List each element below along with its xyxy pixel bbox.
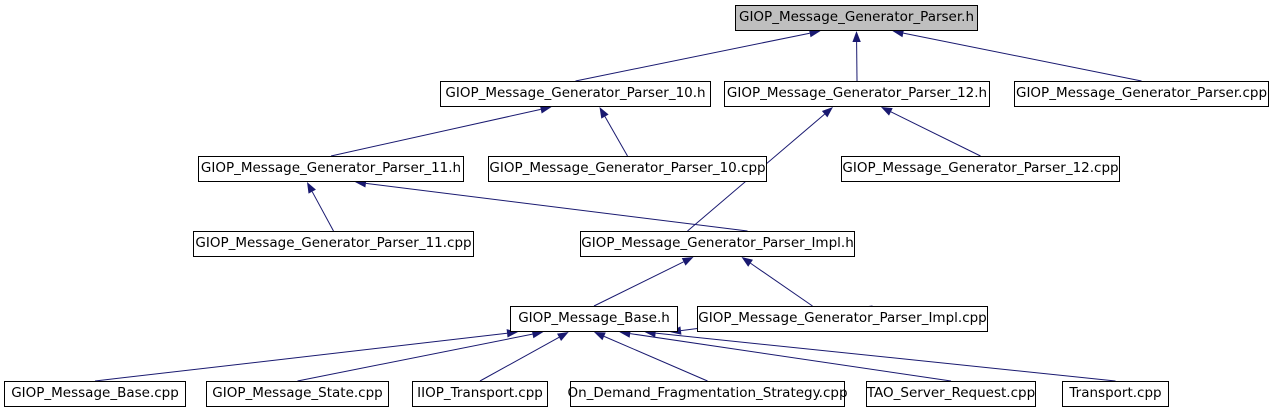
graph-edge-arrowhead xyxy=(808,29,821,38)
graph-node-p11h[interactable]: GIOP_Message_Generator_Parser_11.h xyxy=(198,156,464,182)
graph-node-implcpp[interactable]: GIOP_Message_Generator_Parser_Impl.cpp xyxy=(697,306,988,332)
graph-node-label: GIOP_Message_Generator_Parser_11.h xyxy=(200,160,462,177)
graph-node-label: GIOP_Message_Generator_Parser_Impl.h xyxy=(581,235,854,252)
graph-edge-line xyxy=(365,182,748,232)
graph-node-basecpp[interactable]: GIOP_Message_Base.cpp xyxy=(4,381,186,407)
graph-node-p10cpp[interactable]: GIOP_Message_Generator_Parser_10.cpp xyxy=(488,156,767,182)
graph-edge-line xyxy=(603,335,708,382)
graph-edge-arrowhead xyxy=(531,330,544,339)
graph-edge-line xyxy=(890,111,981,157)
graph-node-p10h[interactable]: GIOP_Message_Generator_Parser_10.h xyxy=(440,81,711,107)
graph-node-iiopcpp[interactable]: IIOP_Transport.cpp xyxy=(412,381,548,407)
graph-node-label: GIOP_Message_Generator_Parser_10.h xyxy=(445,85,706,102)
graph-edge-arrowhead xyxy=(557,332,569,341)
graph-edge-arrowhead xyxy=(539,105,552,114)
graph-edge-arrowhead xyxy=(852,31,861,43)
graph-edge-line xyxy=(575,32,810,82)
graph-node-label: GIOP_Message_Generator_Parser_11.cpp xyxy=(195,235,472,252)
graph-node-transportcpp[interactable]: Transport.cpp xyxy=(1062,381,1169,407)
graph-edge-arrowhead xyxy=(881,107,893,116)
graph-edge-arrowhead xyxy=(821,107,833,118)
graph-node-label: GIOP_Message_Generator_Parser_10.cpp xyxy=(489,160,766,177)
graph-node-label: TAO_Server_Request.cpp xyxy=(866,385,1036,402)
graph-node-pcpp[interactable]: GIOP_Message_Generator_Parser.cpp xyxy=(1014,81,1269,107)
graph-node-label: GIOP_Message_State.cpp xyxy=(212,385,383,402)
graph-node-ondemandcpp[interactable]: On_Demand_Fragmentation_Strategy.cpp xyxy=(567,381,848,407)
graph-edge-arrowhead xyxy=(892,29,905,38)
graph-node-implh[interactable]: GIOP_Message_Generator_Parser_Impl.h xyxy=(580,231,855,257)
graph-node-label: GIOP_Message_Generator_Parser.h xyxy=(738,9,975,26)
graph-node-label: Transport.cpp xyxy=(1069,385,1162,402)
graph-edge-line xyxy=(593,261,684,307)
graph-node-label: On_Demand_Fragmentation_Strategy.cpp xyxy=(567,385,848,402)
graph-node-label: GIOP_Message_Generator_Parser_12.cpp xyxy=(842,160,1119,177)
graph-node-root: GIOP_Message_Generator_Parser.h xyxy=(735,5,978,31)
graph-node-p12h[interactable]: GIOP_Message_Generator_Parser_12.h xyxy=(724,81,990,107)
graph-node-taocpp[interactable]: TAO_Server_Request.cpp xyxy=(866,381,1036,407)
graph-node-label: IIOP_Transport.cpp xyxy=(417,385,543,402)
graph-edge-line xyxy=(750,262,813,307)
graph-edge-arrowhead xyxy=(594,332,606,341)
graph-node-label: GIOP_Message_Generator_Parser.cpp xyxy=(1015,85,1268,102)
graph-edge-line xyxy=(604,116,628,157)
graph-edge-arrowhead xyxy=(599,107,609,119)
graph-edge-line xyxy=(311,191,334,232)
graph-node-baseh[interactable]: GIOP_Message_Base.h xyxy=(510,306,678,332)
graph-node-label: GIOP_Message_Base.h xyxy=(518,310,670,327)
graph-node-label: GIOP_Message_Base.cpp xyxy=(11,385,179,402)
graph-node-label: GIOP_Message_Generator_Parser_Impl.cpp xyxy=(698,310,987,327)
graph-edge-line xyxy=(297,333,533,382)
graph-edge-line xyxy=(94,332,508,382)
graph-node-statecpp[interactable]: GIOP_Message_State.cpp xyxy=(206,381,389,407)
graph-edge-line xyxy=(903,32,1142,82)
graph-node-p12cpp[interactable]: GIOP_Message_Generator_Parser_12.cpp xyxy=(841,156,1120,182)
graph-edge-line xyxy=(655,332,1116,382)
graph-node-p11cpp[interactable]: GIOP_Message_Generator_Parser_11.cpp xyxy=(193,231,474,257)
graph-edge-line xyxy=(330,108,541,157)
graph-edge-line xyxy=(630,333,952,382)
graph-edge-arrowhead xyxy=(741,257,753,267)
graph-edge-line xyxy=(479,336,560,382)
graph-edge-arrowhead xyxy=(681,257,694,266)
graph-edge-arrowhead xyxy=(506,329,518,338)
graph-node-label: GIOP_Message_Generator_Parser_12.h xyxy=(726,85,988,102)
graph-edge-arrowhead xyxy=(307,182,316,194)
